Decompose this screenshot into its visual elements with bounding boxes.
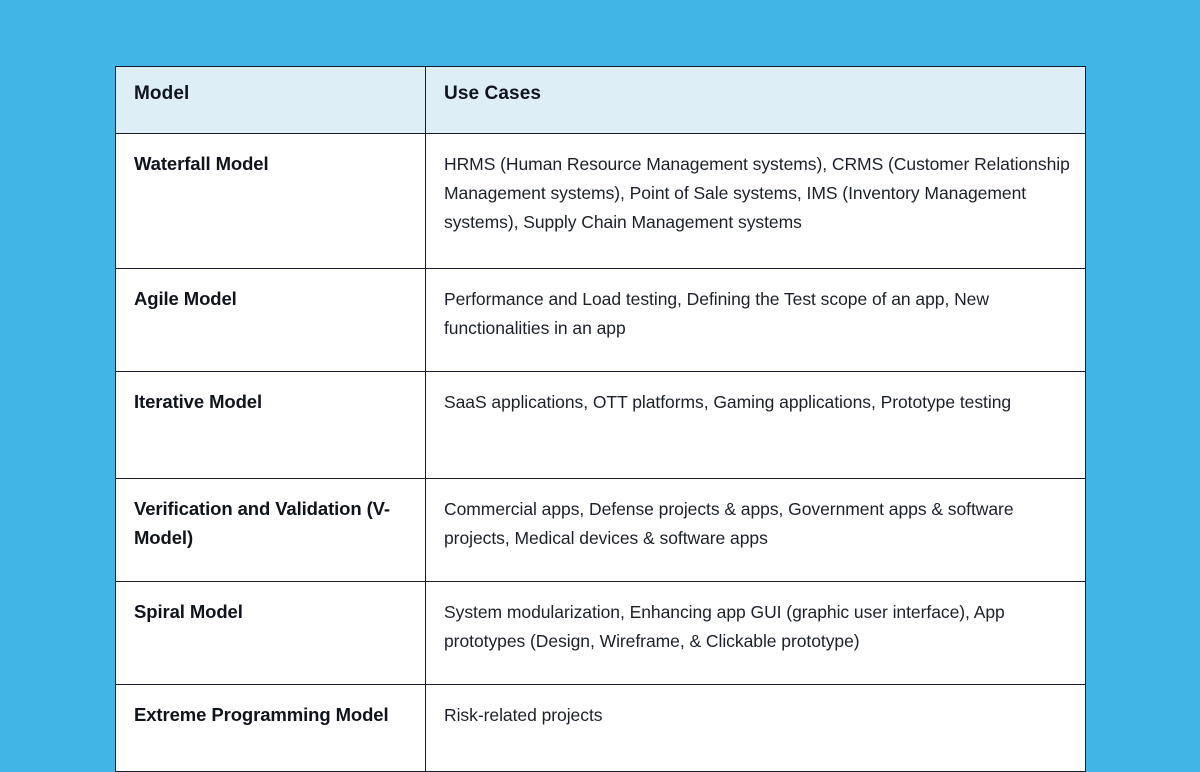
table-row: Waterfall Model HRMS (Human Resource Man… [115,133,1086,269]
table-body: Waterfall Model HRMS (Human Resource Man… [115,133,1086,772]
cell-use-cases: SaaS applications, OTT platforms, Gaming… [425,371,1086,480]
table-row: Iterative Model SaaS applications, OTT p… [115,371,1086,480]
cell-use-cases: HRMS (Human Resource Management systems)… [425,133,1086,269]
cell-use-cases: System modularization, Enhancing app GUI… [425,581,1086,686]
cell-model-name: Extreme Programming Model [115,684,426,772]
cell-model-name: Waterfall Model [115,133,426,269]
table-header: Model Use Cases [115,66,1086,134]
cell-model-name: Verification and Validation (V-Model) [115,478,426,583]
sdlc-models-table-container: Model Use Cases Waterfall Model HRMS (Hu… [115,66,1086,772]
table-row: Verification and Validation (V-Model) Co… [115,478,1086,583]
column-header-model: Model [115,66,426,134]
table-row: Extreme Programming Model Risk-related p… [115,684,1086,772]
cell-use-cases: Commercial apps, Defense projects & apps… [425,478,1086,583]
cell-model-name: Spiral Model [115,581,426,686]
sdlc-models-table: Model Use Cases Waterfall Model HRMS (Hu… [115,66,1086,772]
table-row: Spiral Model System modularization, Enha… [115,581,1086,686]
cell-use-cases: Risk-related projects [425,684,1086,772]
column-header-use-cases: Use Cases [425,66,1086,134]
cell-model-name: Iterative Model [115,371,426,480]
cell-use-cases: Performance and Load testing, Defining t… [425,267,1086,373]
cell-model-name: Agile Model [115,267,426,373]
table-row: Agile Model Performance and Load testing… [115,267,1086,373]
table-header-row: Model Use Cases [115,66,1086,134]
